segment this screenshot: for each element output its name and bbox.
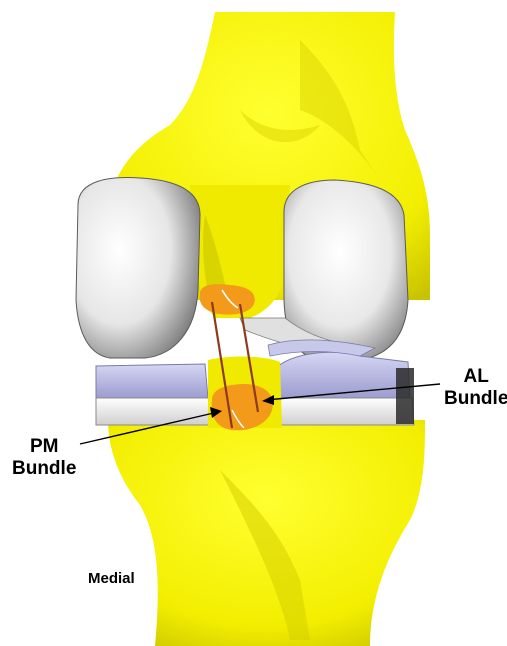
left-condyle-implant [76,178,200,358]
al-bundle-label-line2: Bundle [444,388,507,410]
tibial-tray-right [278,398,414,425]
pm-bundle-label-line2: Bundle [12,458,76,480]
femoral-footprint [200,284,255,314]
pm-bundle-label: PM Bundle [12,436,76,480]
tibial-insert-left [96,364,208,398]
al-bundle-label: AL Bundle [444,366,507,410]
medial-label: Medial [88,570,135,588]
pm-bundle-label-line1: PM [12,436,76,458]
tibial-tray-left [96,398,212,425]
tibial-insert-right [278,352,410,398]
tray-dark-edge [396,368,414,424]
al-bundle-label-line1: AL [444,366,507,388]
